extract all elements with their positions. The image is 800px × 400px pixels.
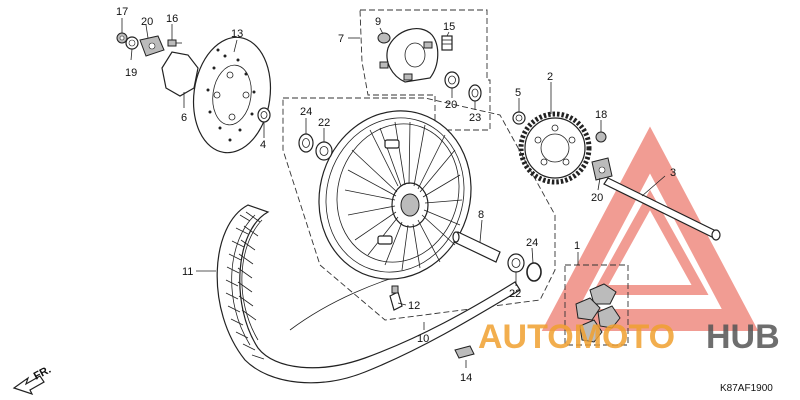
callout-22-left: 22 [318,117,330,129]
callout-23-left: 24 [300,106,312,118]
bearing-21 [444,71,460,89]
callout-6: 6 [181,112,187,124]
sprocket-flange [377,28,439,83]
callout-23-top: 23 [469,112,481,124]
nut-17 [116,32,128,44]
plate-20-top [139,35,165,57]
wheel-rim [318,110,472,280]
plate-20-right [591,157,613,181]
callout-24: 24 [526,237,538,249]
watermark-part2: HUB [706,318,780,356]
bolt-16 [167,39,182,47]
o-ring-24 [526,262,542,282]
seal-23-top [468,84,482,102]
callout-11: 11 [182,266,193,278]
callout-2: 2 [547,71,553,83]
spacer-8 [452,231,501,263]
callout-15: 15 [443,21,455,33]
bearing-22-left [315,141,333,161]
callout-labels: 17 20 16 19 13 6 4 7 9 15 20 23 24 22 5 … [116,6,676,384]
bearing-22-right [507,253,525,273]
callout-20-right: 20 [591,192,603,204]
callout-18: 18 [595,109,607,121]
callout-19: 19 [125,67,137,79]
tag-14 [454,345,475,359]
diagram-code: K87AF1900 [720,383,773,394]
callout-5: 5 [515,87,521,99]
callout-13: 13 [231,28,243,40]
washer-19 [125,36,139,50]
stud-15 [441,35,453,51]
watermark-part1: AUTOMOTO [478,318,675,356]
callout-7: 7 [338,33,344,45]
front-direction-arrow: FR. [12,364,53,396]
seal-23-left [298,133,314,153]
direction-label: FR. [32,364,53,383]
sprocket [518,111,592,185]
callout-9: 9 [375,16,381,28]
damper-set [575,283,621,343]
watermark-logo [541,126,759,331]
bearing-4 [257,107,271,123]
collar-5 [512,111,526,125]
callout-16: 16 [166,13,178,25]
valve-stem [389,285,403,311]
nut-18 [595,131,607,143]
watermark-text: AUTOMOTO HUB [478,318,780,356]
callout-3: 3 [670,167,676,179]
callout-8: 8 [478,209,484,221]
callout-10: 10 [417,333,429,345]
callout-1: 1 [574,240,580,252]
gasket-6 [161,51,199,97]
callout-20-top: 20 [141,16,153,28]
leader-lines [121,18,666,368]
axle [603,177,721,241]
brake-disc [192,36,272,154]
callout-21: 20 [445,99,457,111]
callout-12: 12 [408,300,420,312]
callout-4: 4 [260,139,266,151]
callout-22-right: 22 [509,288,521,300]
callout-14: 14 [460,372,472,384]
callout-17: 17 [116,6,128,18]
